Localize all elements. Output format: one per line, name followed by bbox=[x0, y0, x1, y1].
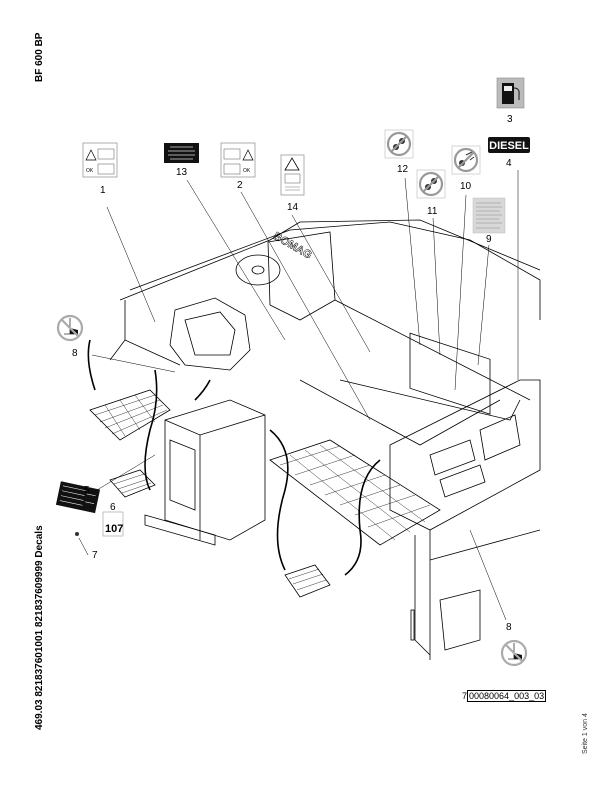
callout-4: 4 bbox=[506, 158, 512, 169]
left-step bbox=[109, 469, 156, 498]
decal-5-type-plate bbox=[55, 481, 101, 514]
rear-cover-outline bbox=[129, 221, 541, 320]
operator-seat bbox=[169, 297, 251, 371]
decal-2-warning: OK bbox=[220, 142, 256, 178]
callout-12: 12 bbox=[397, 164, 409, 175]
callout-6: 6 bbox=[110, 502, 116, 513]
svg-text:OK: OK bbox=[86, 168, 94, 174]
steering-wheel bbox=[235, 254, 281, 286]
svg-text:107: 107 bbox=[105, 523, 123, 535]
decal-3-fuel-pump bbox=[496, 77, 525, 109]
callout-7: 7 bbox=[92, 550, 98, 561]
center-step bbox=[284, 564, 331, 598]
callout-11: 11 bbox=[427, 206, 438, 217]
steering-console bbox=[267, 231, 336, 321]
callout-3: 3 bbox=[507, 114, 513, 125]
decal-11-rotating-parts bbox=[416, 169, 446, 199]
decal-8-no-step bbox=[56, 314, 84, 342]
decal-9-instructions bbox=[472, 197, 506, 234]
left-handrail bbox=[144, 369, 158, 491]
drawing-id-number: 00080064_003_03 bbox=[467, 690, 547, 702]
decal-14-manual-warning bbox=[280, 154, 305, 196]
callout-2: 2 bbox=[237, 180, 243, 191]
decal-4-diesel: DIESEL bbox=[488, 137, 530, 153]
decal-13-service bbox=[164, 143, 199, 163]
battery-box bbox=[164, 399, 266, 541]
left-grating bbox=[89, 389, 171, 441]
callout-8: 8 bbox=[506, 622, 512, 633]
right-handrail bbox=[344, 459, 381, 576]
svg-text:OK: OK bbox=[243, 168, 251, 174]
rivet-icon bbox=[75, 532, 79, 536]
right-side-frame bbox=[389, 379, 541, 531]
decal-6-sound-level: 107 bbox=[102, 511, 123, 537]
callout-13: 13 bbox=[176, 167, 188, 178]
decal-12-rotating-parts bbox=[384, 129, 414, 159]
callout-5: 5 bbox=[84, 485, 90, 496]
callout-14: 14 bbox=[287, 202, 299, 213]
leader-lines bbox=[78, 170, 519, 621]
callout-9: 9 bbox=[486, 234, 492, 245]
decal-10-rotating-parts bbox=[451, 145, 481, 175]
drawing-id-prefix: 7 bbox=[462, 691, 468, 701]
callout-10: 10 bbox=[460, 181, 472, 192]
decal-1-warning: OK bbox=[82, 142, 118, 178]
callout-8: 8 bbox=[72, 348, 78, 359]
center-handrail bbox=[269, 429, 289, 571]
callout-1: 1 bbox=[100, 185, 106, 196]
center-grating bbox=[269, 439, 441, 546]
decal-8-no-step bbox=[500, 639, 528, 667]
svg-text:DIESEL: DIESEL bbox=[489, 140, 529, 152]
